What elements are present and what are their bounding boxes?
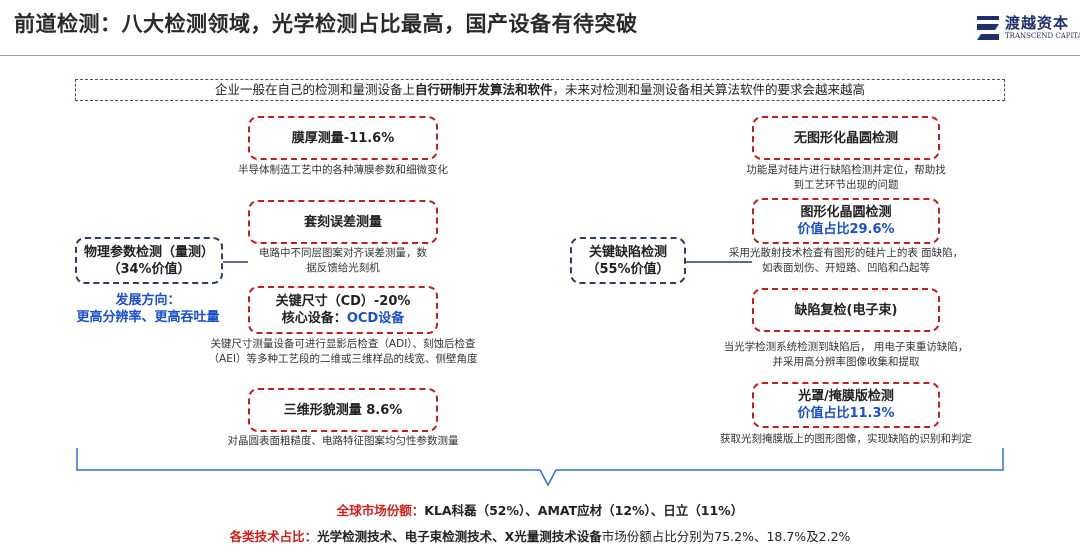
overlay-error-box: 套刻误差测量	[248, 200, 438, 244]
critical-dimension-desc: 关键尺寸测量设备可进行显影后检查（ADI）、刻蚀后检查 （AEI）等多种工艺段的…	[190, 337, 496, 367]
desc-line: 如表面划伤、开短路、凹陷和凸起等	[762, 262, 930, 274]
dev-text: 更高分辨率、更高吞吐量	[76, 310, 220, 325]
defect-review-desc: 当光学检测系统检测到缺陷后， 用电子束重访缺陷， 并采用高分辨率图像收集和提取	[692, 340, 1000, 370]
desc-line: 获取光刻掩膜版上的图形图像，实现缺陷的识别和判定	[720, 433, 972, 445]
banner-pre: 企业一般在自己的检测和量测设备上	[214, 82, 415, 97]
item-share: 价值占比11.3%	[797, 406, 895, 421]
tech-share-bold: 光学检测技术、电子束检测技术、X光量测技术设备	[317, 529, 602, 544]
dev-label: 发展方向：	[115, 293, 181, 308]
patterned-wafer-box: 图形化晶圆检测 价值占比29.6%	[752, 198, 940, 244]
patterned-wafer-desc: 采用光散射技术检查有图形的硅片上的表 面缺陷， 如表面划伤、开短路、凹陷和凸起等	[692, 246, 1000, 276]
logo-subtitle: TRANSCEND CAPITAL	[1005, 32, 1080, 40]
item-title: 缺陷复检(电子束)	[794, 302, 898, 318]
item-title: 光罩/掩膜版检测	[798, 389, 894, 404]
item-title: 无图形化晶圆检测	[793, 130, 898, 146]
item-title: 膜厚测量-11.6%	[291, 130, 395, 146]
development-direction: 发展方向： 更高分辨率、更高吞吐量	[68, 292, 228, 326]
3d-topography-box: 三维形貌测量 8.6%	[248, 388, 438, 432]
market-share-text: KLA科磊（52%）、AMAT应材（12%）、日立（11%）	[424, 503, 744, 518]
unpatterned-wafer-box: 无图形化晶圆检测	[752, 116, 940, 160]
unpatterned-wafer-desc: 功能是对硅片进行缺陷检测并定位，帮助找 到工艺环节出现的问题	[692, 163, 1000, 193]
film-thickness-box: 膜厚测量-11.6%	[248, 116, 438, 160]
core-equipment: 核心设备：OCD设备	[282, 310, 404, 327]
core-equipment-label: 核心设备：	[281, 311, 347, 326]
item-title: 套刻误差测量	[303, 214, 382, 230]
group-value: （34%价值）	[107, 261, 191, 277]
company-logo: 渡越资本 TRANSCEND CAPITAL	[975, 12, 1080, 46]
mask-inspection-box: 光罩/掩膜版检测 价值占比11.3%	[752, 382, 940, 428]
critical-dimension-box: 关键尺寸（CD）-20% 核心设备：OCD设备	[248, 286, 438, 334]
item-title: 关键尺寸（CD）-20%	[275, 294, 411, 309]
group-label: 关键缺陷检测	[588, 244, 667, 260]
market-share-label: 全球市场份额：	[336, 503, 425, 518]
overlay-error-desc: 电路中不同层图案对齐误差测量，数 据反馈给光刻机	[190, 246, 496, 276]
desc-line: 功能是对硅片进行缺陷检测并定位，帮助找	[746, 164, 946, 176]
desc-line: 当光学检测系统检测到缺陷后， 用电子束重访缺陷，	[723, 341, 969, 353]
defect-review-box: 缺陷复检(电子束)	[752, 288, 940, 332]
desc-line: （AEI）等多种工艺段的二维或三维样品的线宽、侧壁角度	[208, 353, 478, 365]
banner-bold: 自行研制开发算法和软件	[414, 82, 553, 97]
desc-line: 电路中不同层图案对齐误差测量，数	[259, 247, 427, 259]
banner-post: ，未来对检测和量测设备相关算法软件的要求会越来越高	[552, 82, 866, 97]
logo-name: 渡越资本	[1005, 14, 1070, 32]
tech-share-line: 各类技术占比：光学检测技术、电子束检测技术、X光量测技术设备市场份额占比分别为7…	[0, 526, 1080, 545]
3d-topography-desc: 对晶圆表面粗糙度、电路特征图案均匀性参数测量	[190, 434, 496, 449]
physical-parameter-group: 物理参数检测（量测） （34%价值）	[75, 237, 223, 284]
desc-line: 采用光散射技术检查有图形的硅片上的表 面缺陷，	[728, 247, 964, 259]
item-title: 图形化晶圆检测	[800, 205, 892, 220]
group-label: 物理参数检测（量测）	[83, 244, 214, 260]
core-equipment-value: OCD设备	[346, 311, 405, 326]
desc-line: 半导体制造工艺中的各种薄膜参数和细微变化	[238, 164, 448, 176]
desc-line: 并采用高分辨率图像收集和提取	[772, 356, 920, 368]
logo-mark-icon	[977, 16, 999, 40]
key-defect-group: 关键缺陷检测 （55%价值）	[570, 237, 686, 284]
item-title: 三维形貌测量 8.6%	[283, 402, 403, 418]
film-thickness-desc: 半导体制造工艺中的各种薄膜参数和细微变化	[190, 163, 496, 178]
summary-banner: 企业一般在自己的检测和量测设备上自行研制开发算法和软件，未来对检测和量测设备相关…	[75, 79, 1005, 101]
mask-inspection-desc: 获取光刻掩膜版上的图形图像，实现缺陷的识别和判定	[692, 432, 1000, 447]
tech-share-rest: 市场份额占比分别为75.2%、18.7%及2.2%	[601, 529, 851, 544]
desc-line: 到工艺环节出现的问题	[793, 179, 899, 191]
header-divider	[0, 55, 1080, 56]
group-value: （55%价值）	[586, 261, 670, 277]
tech-share-label: 各类技术占比：	[229, 529, 318, 544]
page-title: 前道检测：八大检测领域，光学检测占比最高，国产设备有待突破	[14, 12, 638, 36]
desc-line: 关键尺寸测量设备可进行显影后检查（ADI）、刻蚀后检查	[210, 338, 476, 350]
desc-line: 对晶圆表面粗糙度、电路特征图案均匀性参数测量	[227, 435, 459, 447]
item-share: 价值占比29.6%	[797, 222, 895, 237]
desc-line: 据反馈给光刻机	[306, 262, 380, 274]
market-share-line: 全球市场份额：KLA科磊（52%）、AMAT应材（12%）、日立（11%）	[0, 500, 1080, 519]
